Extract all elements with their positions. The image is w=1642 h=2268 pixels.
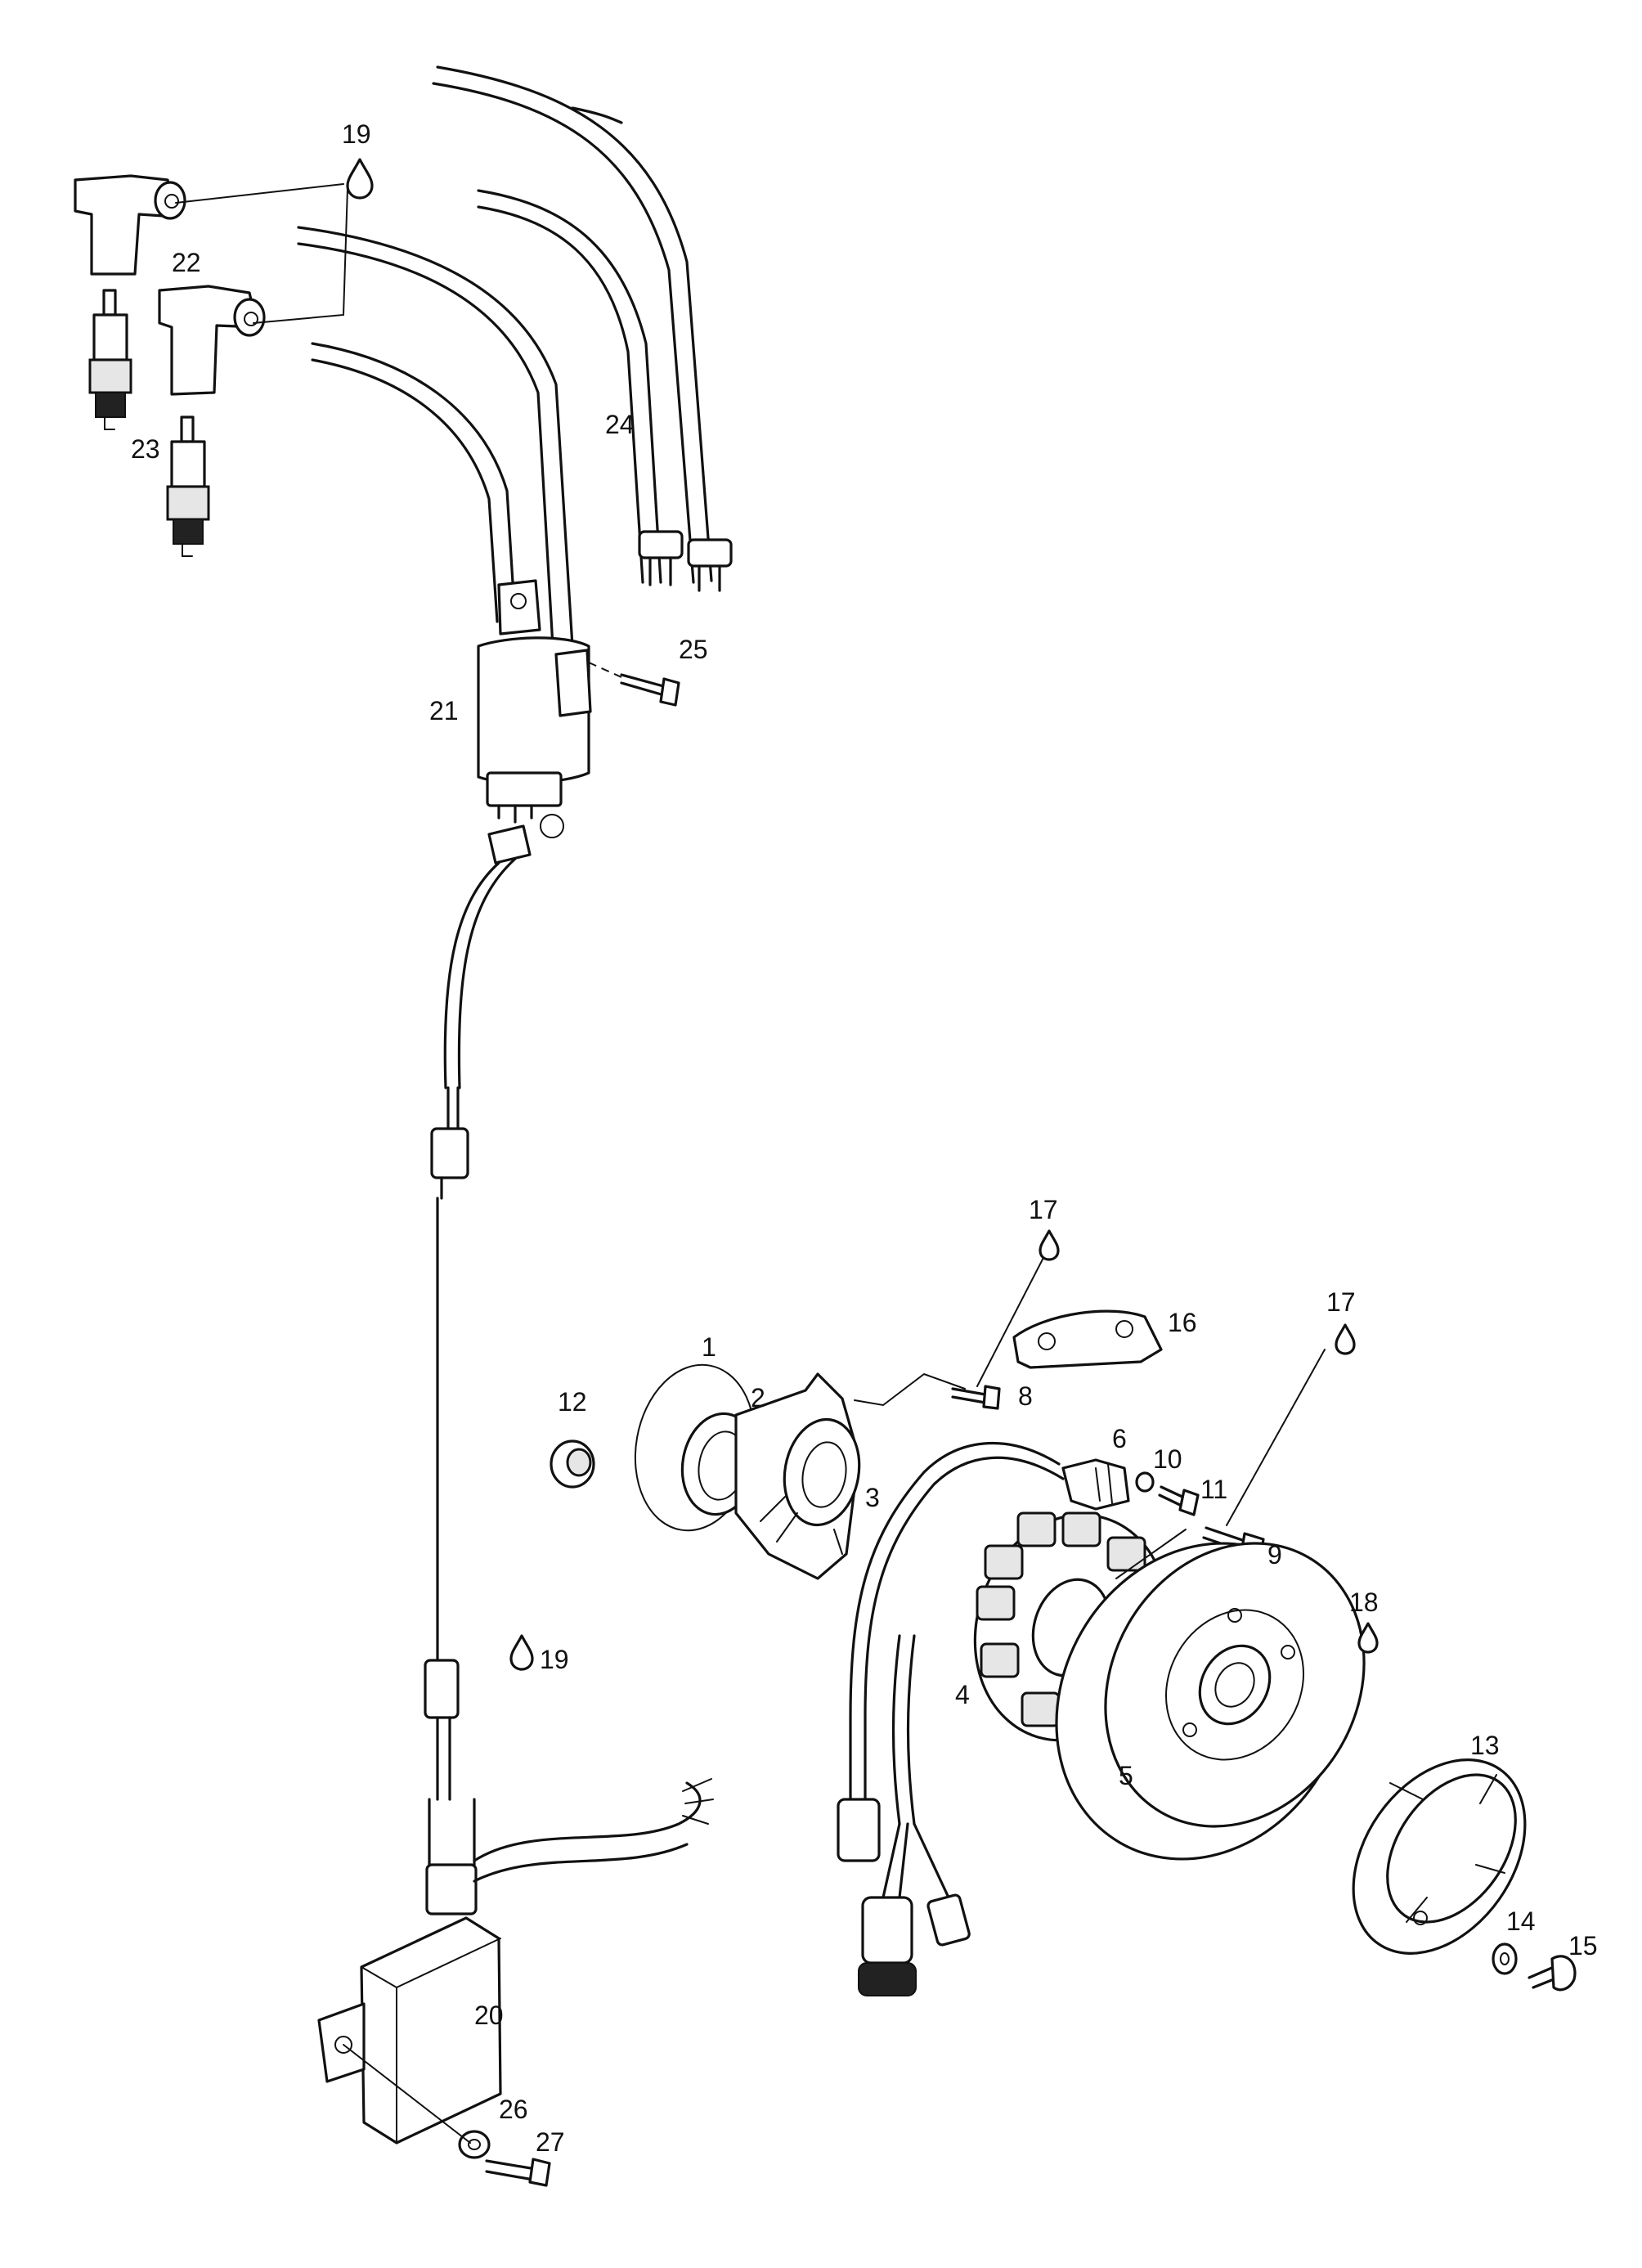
callout-9: 9: [1267, 1540, 1282, 1570]
screw-11: [1158, 1485, 1200, 1516]
drop-icon-19-bottom: [509, 1634, 534, 1671]
callout-19a: 19: [342, 119, 371, 149]
washer-14: [1492, 1942, 1518, 1975]
callout-11: 11: [1200, 1475, 1227, 1504]
ht-lead-coil-a: [297, 226, 574, 648]
stator-harness: [837, 1634, 971, 1996]
callout-2: 2: [751, 1383, 765, 1412]
callout-4: 4: [955, 1680, 970, 1709]
cdi-washer: [458, 2130, 491, 2159]
callout-12: 12: [558, 1387, 587, 1417]
callout-27: 27: [536, 2127, 565, 2157]
callout-16: 16: [1168, 1308, 1197, 1337]
washer-10: [1135, 1471, 1155, 1493]
leader-25: [588, 662, 622, 678]
leader-9: [1115, 1529, 1187, 1579]
coil-mount-bolt: [620, 673, 680, 707]
callout-6: 6: [1112, 1424, 1127, 1453]
callout-3: 3: [865, 1483, 880, 1512]
callout-20: 20: [474, 2001, 504, 2030]
bolt-15: [1528, 1955, 1577, 1992]
callout-10: 10: [1153, 1444, 1182, 1474]
callout-5: 5: [1119, 1761, 1133, 1790]
lead-clamp: [638, 530, 733, 592]
callout-labels: 1 2 3 4 5 6 8 9 10 11 12 13 14 15 16 17 …: [131, 119, 1598, 2157]
callout-26: 26: [499, 2095, 528, 2124]
callout-17a: 17: [1029, 1195, 1058, 1224]
flywheel: [1055, 1542, 1366, 1861]
cdi-bolt: [485, 2158, 551, 2187]
callout-24: 24: [605, 410, 635, 439]
stator-plate: [734, 1372, 861, 1580]
drop-icon-18: [1357, 1622, 1379, 1654]
starter-ring: [1352, 1758, 1527, 1955]
spark-plug-lower: [166, 415, 210, 557]
spark-plug-upper: [88, 289, 132, 430]
callout-1: 1: [702, 1332, 716, 1362]
cdi-unit: [317, 1778, 714, 2144]
callout-15: 15: [1568, 1931, 1598, 1960]
leader-17b: [1226, 1349, 1326, 1526]
callout-13: 13: [1470, 1731, 1500, 1760]
grommet: [550, 1439, 595, 1489]
drop-icon-17-right: [1335, 1323, 1356, 1355]
callout-14: 14: [1506, 1906, 1536, 1936]
callout-8: 8: [1018, 1381, 1033, 1411]
leader-8: [854, 1372, 966, 1407]
coil-primary-wire: [424, 824, 532, 1801]
callout-23: 23: [131, 434, 160, 464]
pickup-coil: [849, 1441, 1130, 1719]
spark-plug-cap-lower: [158, 285, 266, 396]
ht-lead-coil-b: [311, 342, 517, 623]
callout-18: 18: [1349, 1588, 1379, 1617]
pickup-cover: [1012, 1309, 1163, 1369]
spark-plug-cap-upper: [74, 174, 186, 276]
ignition-coil: [477, 579, 592, 838]
drop-icon-19-top: [346, 158, 374, 200]
callout-21: 21: [429, 696, 459, 725]
callout-19b: 19: [540, 1645, 569, 1674]
callout-22: 22: [172, 248, 201, 277]
callout-17b: 17: [1326, 1287, 1356, 1317]
ht-lead-long: [432, 65, 713, 584]
drop-icon-17-left: [1039, 1229, 1060, 1261]
screw-8: [951, 1385, 1001, 1410]
leader-19-caps: [175, 183, 348, 324]
leader-17a: [976, 1251, 1048, 1387]
leader-26: [343, 2044, 471, 2144]
ht-lead-middle: [477, 189, 662, 584]
callout-25: 25: [679, 635, 708, 664]
